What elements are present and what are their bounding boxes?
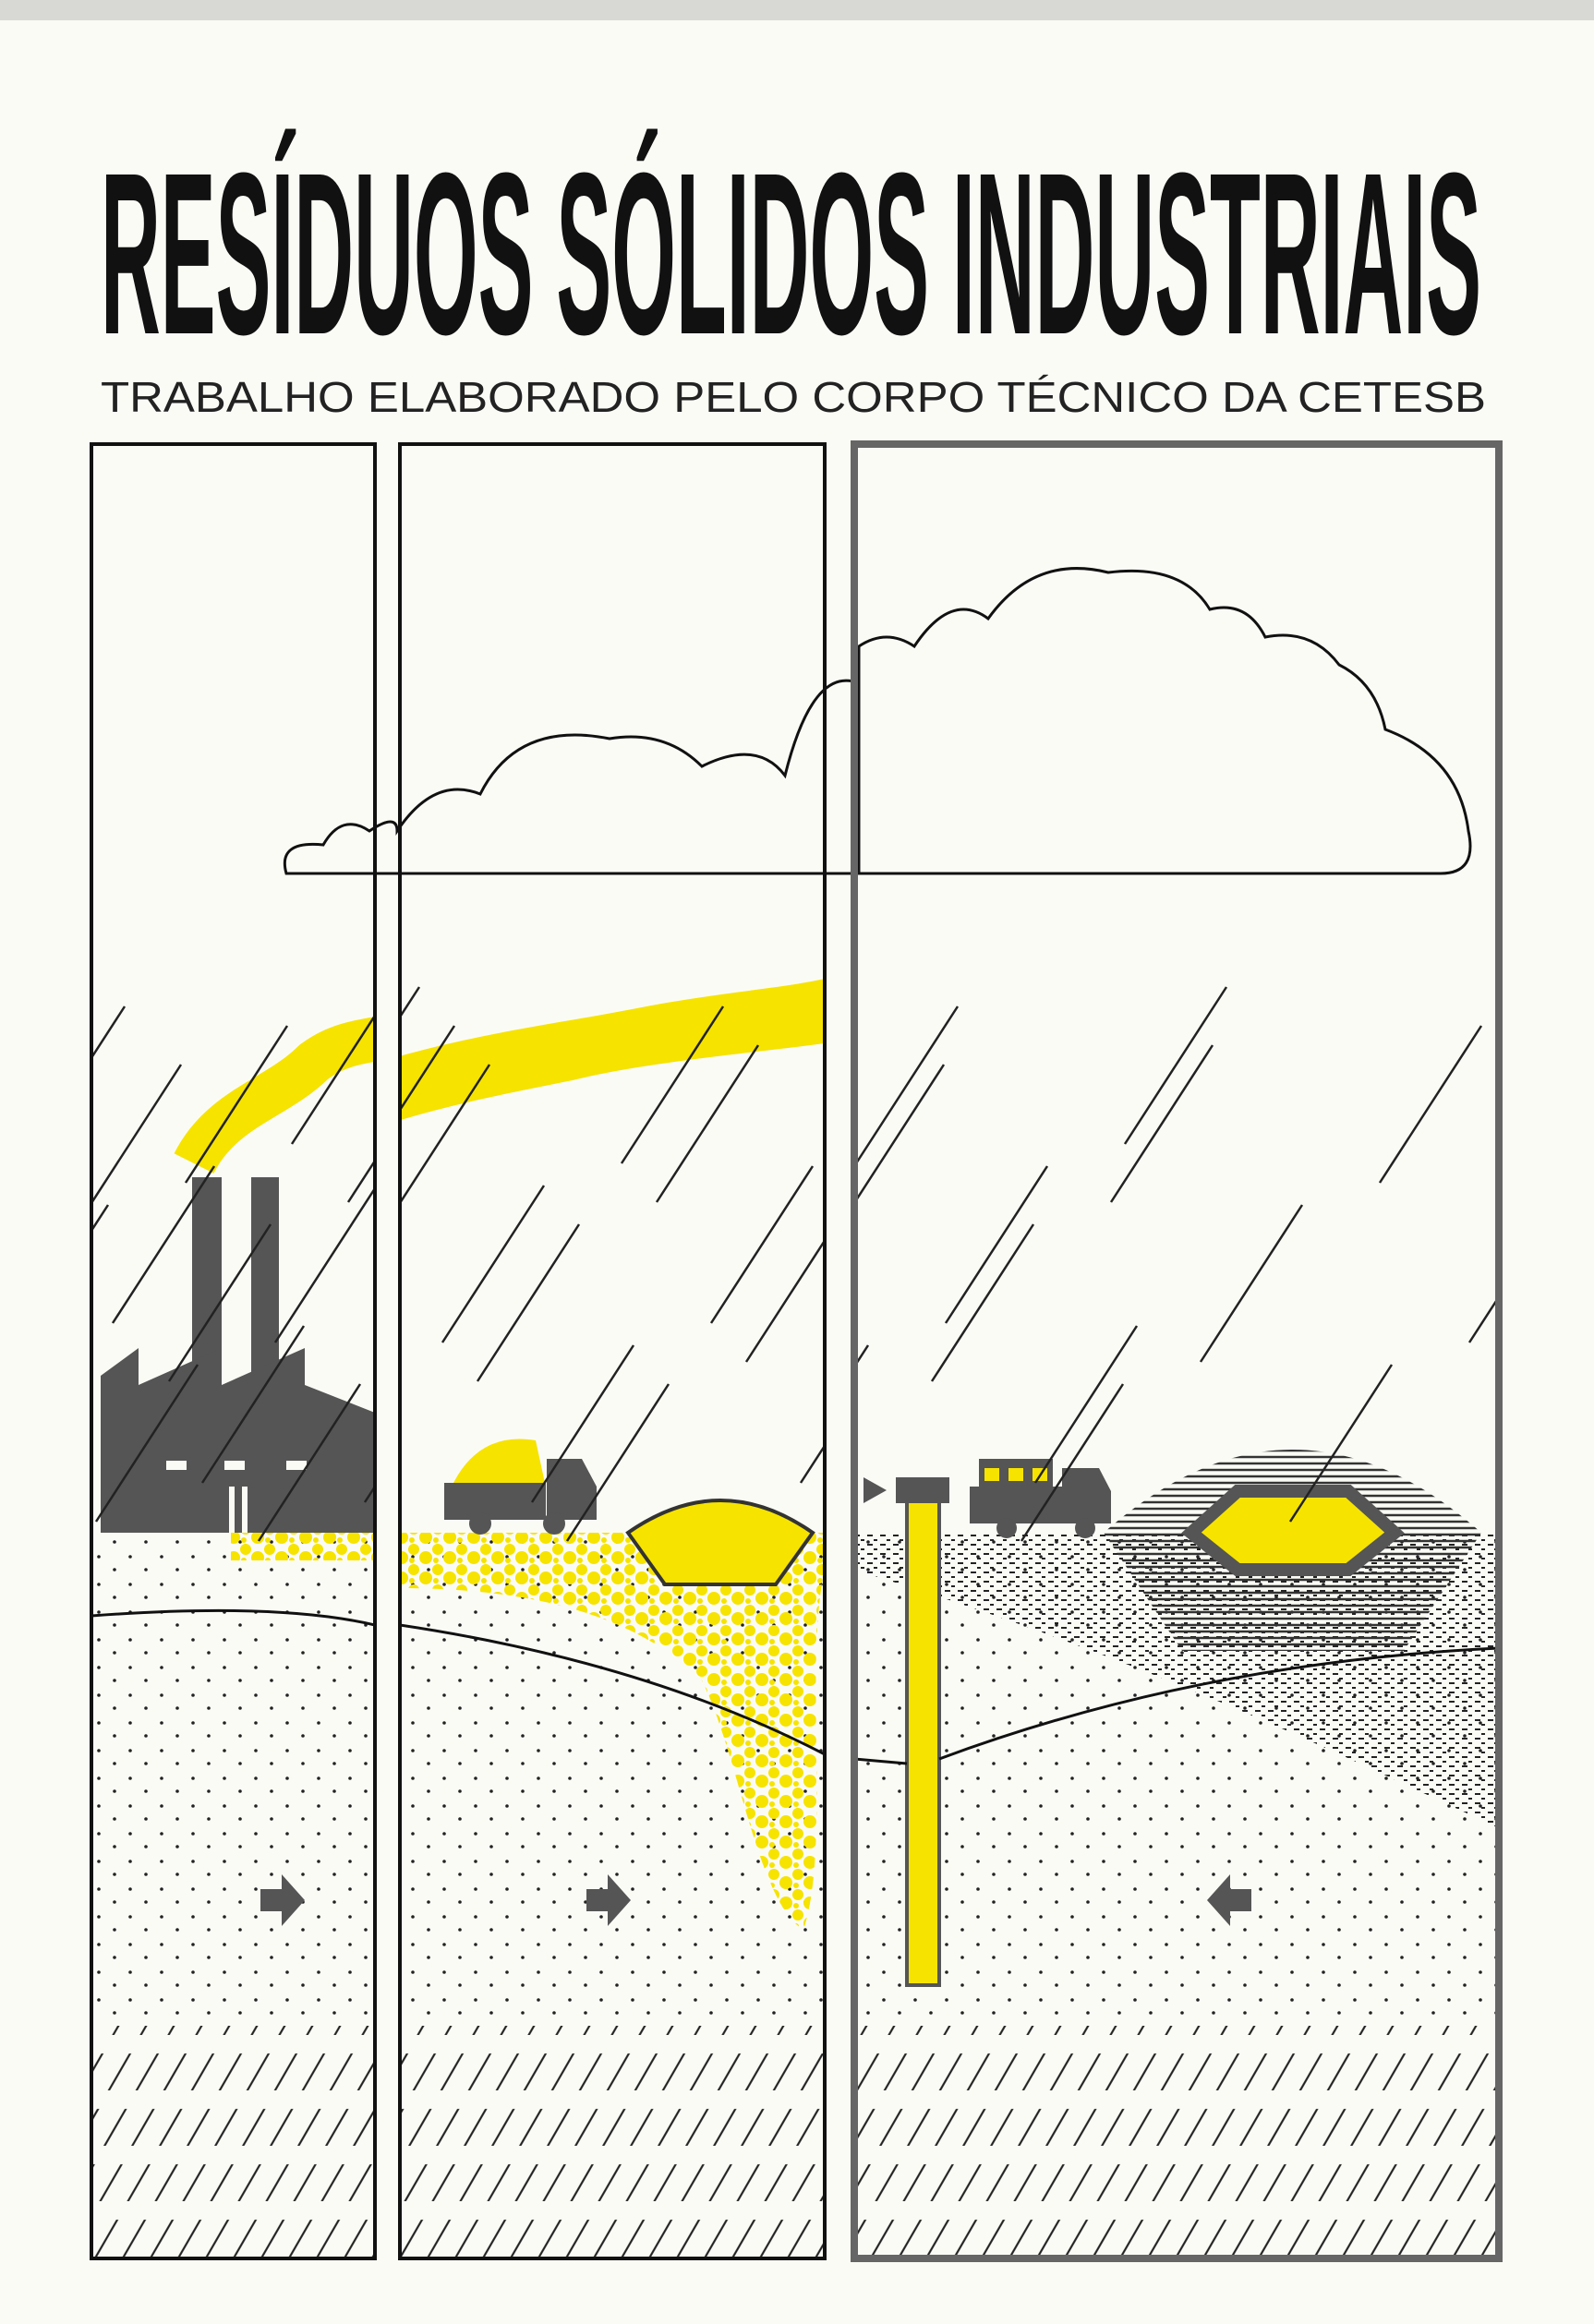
rain-streak bbox=[854, 1005, 960, 1164]
rain-streaks bbox=[854, 905, 1499, 1542]
rain-streak bbox=[91, 1064, 183, 1206]
rain-streak bbox=[290, 1013, 375, 1145]
panel-frame bbox=[398, 442, 827, 2260]
rain-streak bbox=[184, 1025, 289, 1184]
rain-streaks bbox=[91, 905, 375, 1542]
rain-streaks bbox=[400, 905, 825, 1542]
panel-frame bbox=[851, 440, 1503, 2262]
rain-streak bbox=[363, 1484, 375, 1503]
rain-streak bbox=[799, 1443, 825, 1484]
rain-streak bbox=[94, 1364, 199, 1523]
rain-streak bbox=[1109, 1044, 1214, 1203]
rain-streak bbox=[91, 905, 93, 908]
rain-streak bbox=[111, 1165, 216, 1324]
rain-streak bbox=[854, 1064, 946, 1206]
rain-streak bbox=[346, 1158, 375, 1203]
monitoring-well-icon bbox=[863, 1477, 949, 1987]
rain-streak bbox=[200, 1325, 306, 1484]
rain-streak bbox=[167, 1223, 272, 1382]
truck-icon bbox=[444, 1439, 597, 1535]
truck-icon bbox=[970, 1459, 1111, 1538]
rain-streak bbox=[655, 1044, 760, 1203]
rain-streak bbox=[709, 1165, 815, 1324]
rain-streak bbox=[1288, 1364, 1394, 1523]
rain-streak bbox=[565, 1383, 670, 1542]
rain-streak bbox=[1378, 1025, 1483, 1184]
panel-dump bbox=[400, 979, 825, 2258]
rain-streak bbox=[400, 1064, 491, 1206]
rain-streak bbox=[1123, 986, 1228, 1145]
panel-frame bbox=[90, 442, 377, 2260]
groundwater-arrow-icon bbox=[260, 1874, 1251, 1926]
cover-subtitle: TRABALHO ELABORADO PELO CORPO TÉCNICO DA… bbox=[101, 373, 1486, 421]
rain-streak bbox=[441, 1185, 546, 1343]
panel-factory bbox=[91, 1017, 375, 2258]
rain-streak bbox=[530, 1344, 635, 1503]
rain-streak bbox=[944, 1165, 1049, 1324]
factory-icon bbox=[101, 1177, 375, 1533]
rain-streak bbox=[1020, 1383, 1125, 1542]
rain-streak bbox=[91, 1005, 127, 1060]
rain-streak bbox=[930, 1223, 1035, 1382]
rain-streak bbox=[257, 1383, 362, 1542]
rain-streak bbox=[400, 986, 421, 1019]
rain-streak bbox=[476, 1223, 581, 1382]
rain-streak bbox=[400, 1025, 456, 1113]
panel-landfill bbox=[854, 1450, 1499, 2258]
rain-streak bbox=[1033, 1325, 1139, 1484]
rain-streak bbox=[1467, 1294, 1499, 1343]
cloud-icon bbox=[284, 567, 1472, 875]
scan-edge bbox=[0, 0, 1594, 20]
rain-streak bbox=[1199, 1204, 1304, 1363]
rain-streak bbox=[744, 1238, 825, 1363]
cover-title: RESÍDUOS SÓLIDOS INDUSTRIAIS bbox=[101, 125, 1481, 382]
rain-streak bbox=[273, 1186, 375, 1343]
rain-streak bbox=[620, 1005, 725, 1164]
